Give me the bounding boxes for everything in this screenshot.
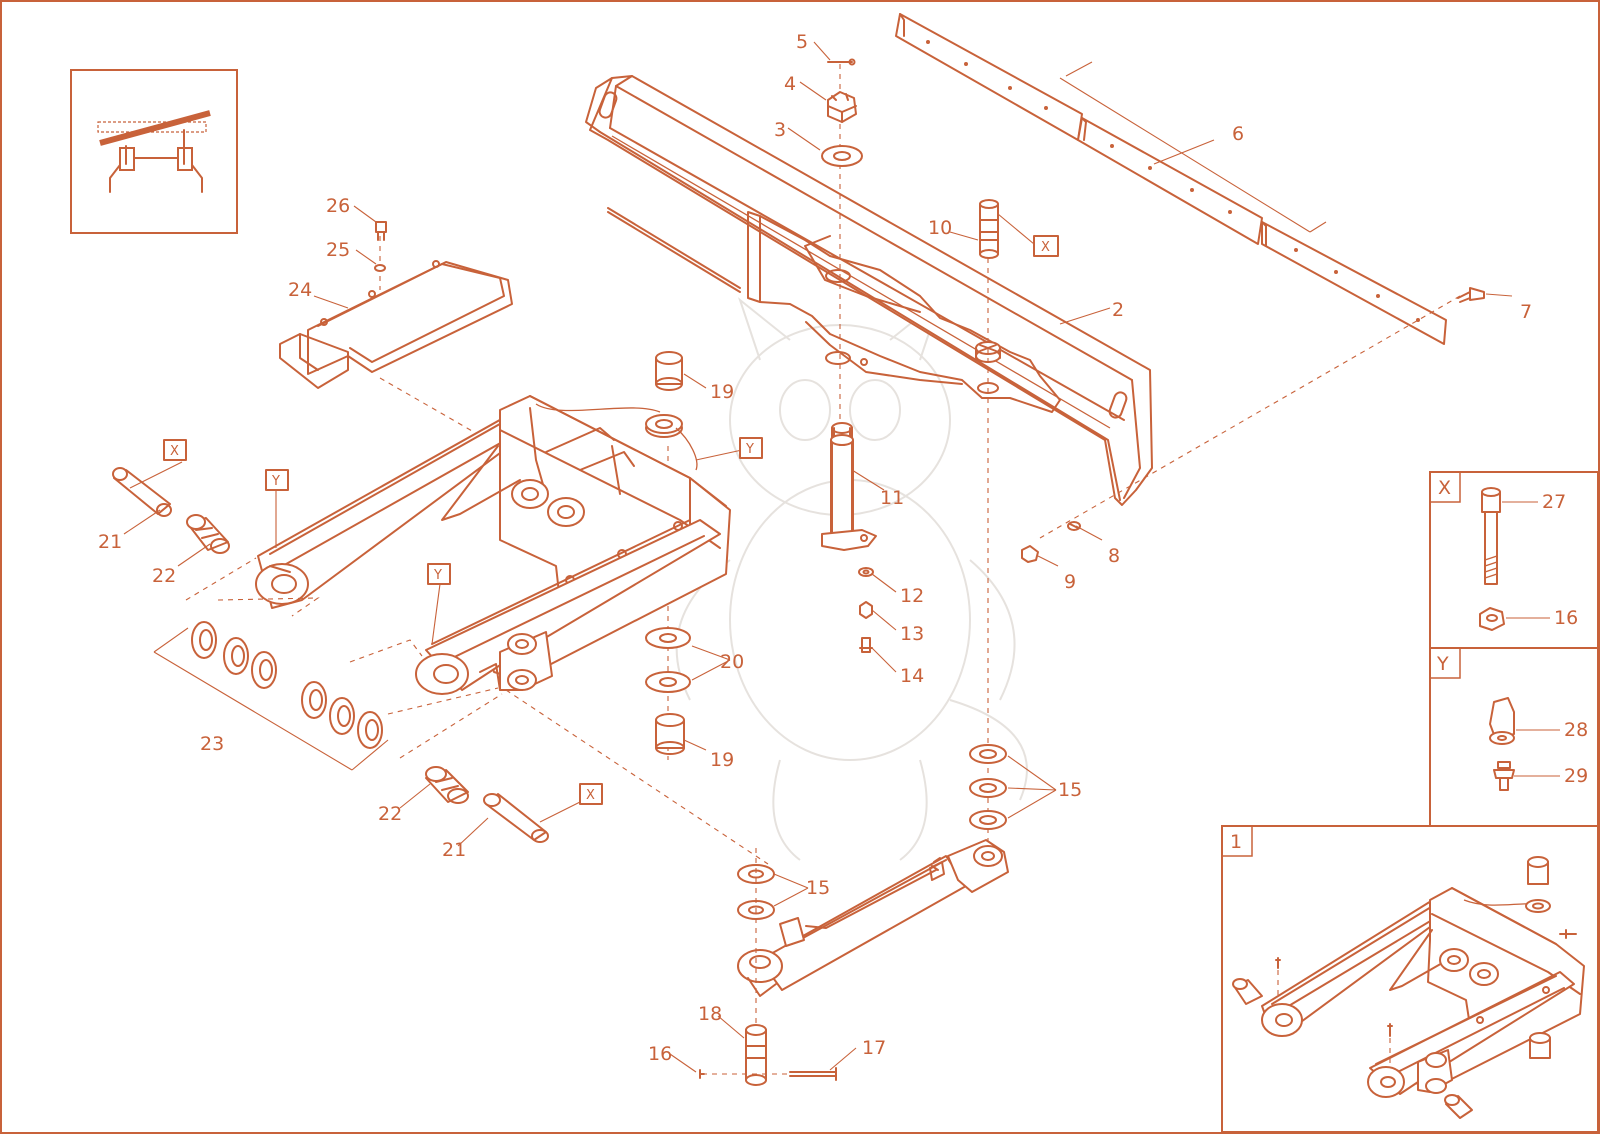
nut-9 <box>1021 545 1039 563</box>
callout-26: 26 <box>326 195 350 217</box>
cotter-pin-5 <box>827 58 856 66</box>
callout-20: 20 <box>720 651 744 673</box>
callout-13: 13 <box>900 623 924 645</box>
callout-11: 11 <box>880 487 904 509</box>
detail-panel-x: X 27 16 <box>1429 471 1599 649</box>
callout-9: 9 <box>1064 571 1076 593</box>
callout-25: 25 <box>326 239 350 261</box>
callout-5: 5 <box>796 31 808 53</box>
hydraulic-cylinder <box>737 839 1009 997</box>
callout-19-upper: 19 <box>710 381 734 403</box>
bushing-22-lower <box>425 766 469 804</box>
bushing-19-lower <box>655 713 685 755</box>
pin-17 <box>789 1067 837 1081</box>
callout-22-lower: 22 <box>378 803 402 825</box>
panel-y-item-29: 29 <box>1564 765 1588 787</box>
callout-19-lower: 19 <box>710 749 734 771</box>
panel-1-label: 1 <box>1230 831 1242 853</box>
callout-14: 14 <box>900 665 924 687</box>
callout-numbers: 2 3 4 5 6 7 8 9 10 11 12 13 14 15 15 16 … <box>98 31 1532 1065</box>
callout-22-upper: 22 <box>152 565 176 587</box>
ref-box-x-blade: X <box>1041 240 1050 255</box>
callout-24: 24 <box>288 279 312 301</box>
assembled-bushings <box>1232 856 1577 1119</box>
callout-15-lower: 15 <box>806 877 830 899</box>
screw-26 <box>375 221 387 241</box>
reference-boxes: X X X Y Y Y <box>163 235 1059 805</box>
panel-x-item-16: 16 <box>1554 607 1578 629</box>
callout-16: 16 <box>648 1043 672 1065</box>
ref-box-x-upper: X <box>170 444 179 459</box>
callout-2: 2 <box>1112 299 1124 321</box>
callout-6: 6 <box>1232 123 1244 145</box>
detail-panel-assembly-1: 1 <box>1221 825 1599 1133</box>
bushing-flange-19 <box>645 414 683 438</box>
bolt-16 <box>699 1069 705 1079</box>
cutting-edges <box>895 13 1447 345</box>
panel-x-label: X <box>1438 477 1451 499</box>
pin-18 <box>745 1024 767 1086</box>
washer-12 <box>858 567 874 577</box>
pin-21-lower <box>483 793 549 843</box>
panel-x-item-27: 27 <box>1542 491 1566 513</box>
shims-23 <box>191 621 383 749</box>
callout-15-upper: 15 <box>1058 779 1082 801</box>
pin-21-upper <box>112 467 172 517</box>
machine-thumbnail-icon <box>70 69 238 234</box>
callout-17: 17 <box>862 1037 886 1059</box>
washer-3 <box>821 145 863 167</box>
callout-18: 18 <box>698 1003 722 1025</box>
callout-21-lower: 21 <box>442 839 466 861</box>
blade <box>585 75 1153 506</box>
panel-y-label: Y <box>1436 653 1449 675</box>
shims-15-upper <box>969 744 1007 830</box>
ref-box-x-lower: X <box>586 788 595 803</box>
pin-10 <box>979 199 999 259</box>
a-frame <box>255 395 731 695</box>
bushing-19-upper <box>655 351 683 391</box>
bushing-22-upper <box>186 514 230 554</box>
callout-4: 4 <box>784 73 796 95</box>
guard-24 <box>279 260 513 389</box>
callout-23: 23 <box>200 733 224 755</box>
ref-box-y-upper: Y <box>271 474 280 489</box>
ref-box-y-frame: Y <box>745 442 754 457</box>
nut-13 <box>859 601 873 619</box>
callout-10: 10 <box>928 217 952 239</box>
lockwasher-8 <box>1067 521 1081 531</box>
washer-25 <box>374 264 386 272</box>
leader-lines <box>123 41 1513 1073</box>
callout-7: 7 <box>1520 301 1532 323</box>
pivot-pin-11 <box>821 422 877 551</box>
panel-y-item-28: 28 <box>1564 719 1588 741</box>
detail-panel-y: Y 28 29 <box>1429 647 1599 827</box>
castle-nut-4 <box>827 91 857 123</box>
callout-12: 12 <box>900 585 924 607</box>
callout-21-upper: 21 <box>98 531 122 553</box>
callout-3: 3 <box>774 119 786 141</box>
bolt-7 <box>1457 287 1485 303</box>
bolt-14 <box>859 637 873 653</box>
ref-box-y-lower: Y <box>433 568 442 583</box>
shims-20 <box>645 627 691 693</box>
callout-8: 8 <box>1108 545 1120 567</box>
assembled-a-frame <box>1261 887 1585 1098</box>
